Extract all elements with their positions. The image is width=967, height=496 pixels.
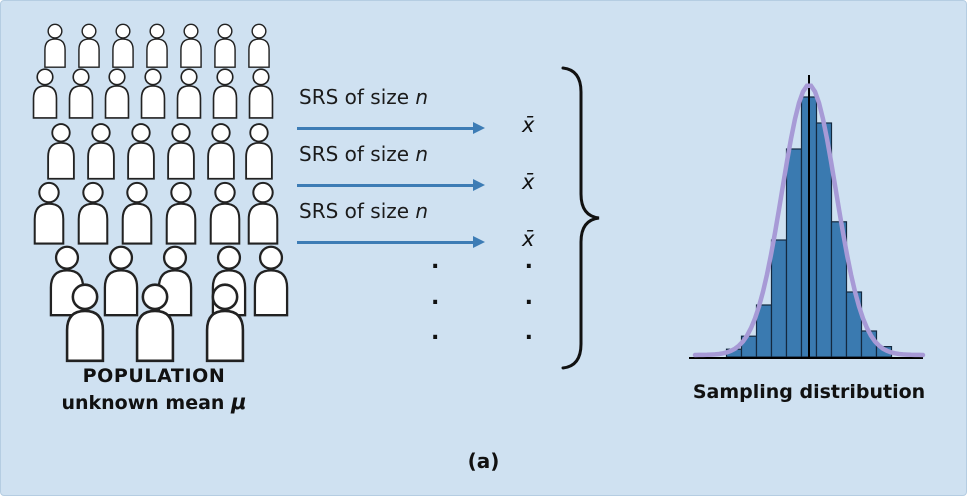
ellipsis-dot: . <box>431 249 440 274</box>
histogram-svg <box>689 75 926 359</box>
srs-row-label: SRS of size n <box>299 142 429 166</box>
arrow-head <box>473 236 485 248</box>
ellipsis-dot: . <box>524 320 533 345</box>
xbar-symbol: x̄ <box>522 113 535 137</box>
ellipsis-row: . . <box>431 322 533 344</box>
population-subtitle: unknown mean μ <box>9 390 299 414</box>
arrow-shaft <box>297 241 474 244</box>
population-illustration <box>32 23 289 363</box>
ellipsis-row: . . <box>431 251 533 273</box>
srs-arrow-icon <box>297 179 485 191</box>
arrow-head <box>473 179 485 191</box>
population-subtitle-text: unknown mean <box>61 392 232 414</box>
ellipsis-dot: . <box>524 249 533 274</box>
arrow-shaft <box>297 127 474 130</box>
ellipsis-dot: . <box>431 285 440 310</box>
ellipsis-dot: . <box>524 285 533 310</box>
xbar-symbol: x̄ <box>522 170 535 194</box>
srs-row-label: SRS of size n <box>299 199 429 223</box>
srs-arrow-icon <box>297 236 485 248</box>
ellipsis-dot: . <box>431 320 440 345</box>
n-symbol: n <box>415 142 429 166</box>
population-title: POPULATION <box>82 365 226 387</box>
arrow-shaft <box>297 184 474 187</box>
mu-symbol: μ <box>231 390 247 414</box>
figure-label: (a) <box>467 449 500 473</box>
n-symbol: n <box>415 199 429 223</box>
sampling-distribution-caption: Sampling distribution <box>692 381 926 403</box>
arrow-head <box>473 122 485 134</box>
srs-arrow-icon <box>297 122 485 134</box>
srs-row-label: SRS of size n <box>299 85 429 109</box>
brace-icon <box>561 66 600 370</box>
n-symbol: n <box>415 85 429 109</box>
xbar-symbol: x̄ <box>522 227 535 251</box>
ellipsis-row: . . <box>431 287 533 309</box>
